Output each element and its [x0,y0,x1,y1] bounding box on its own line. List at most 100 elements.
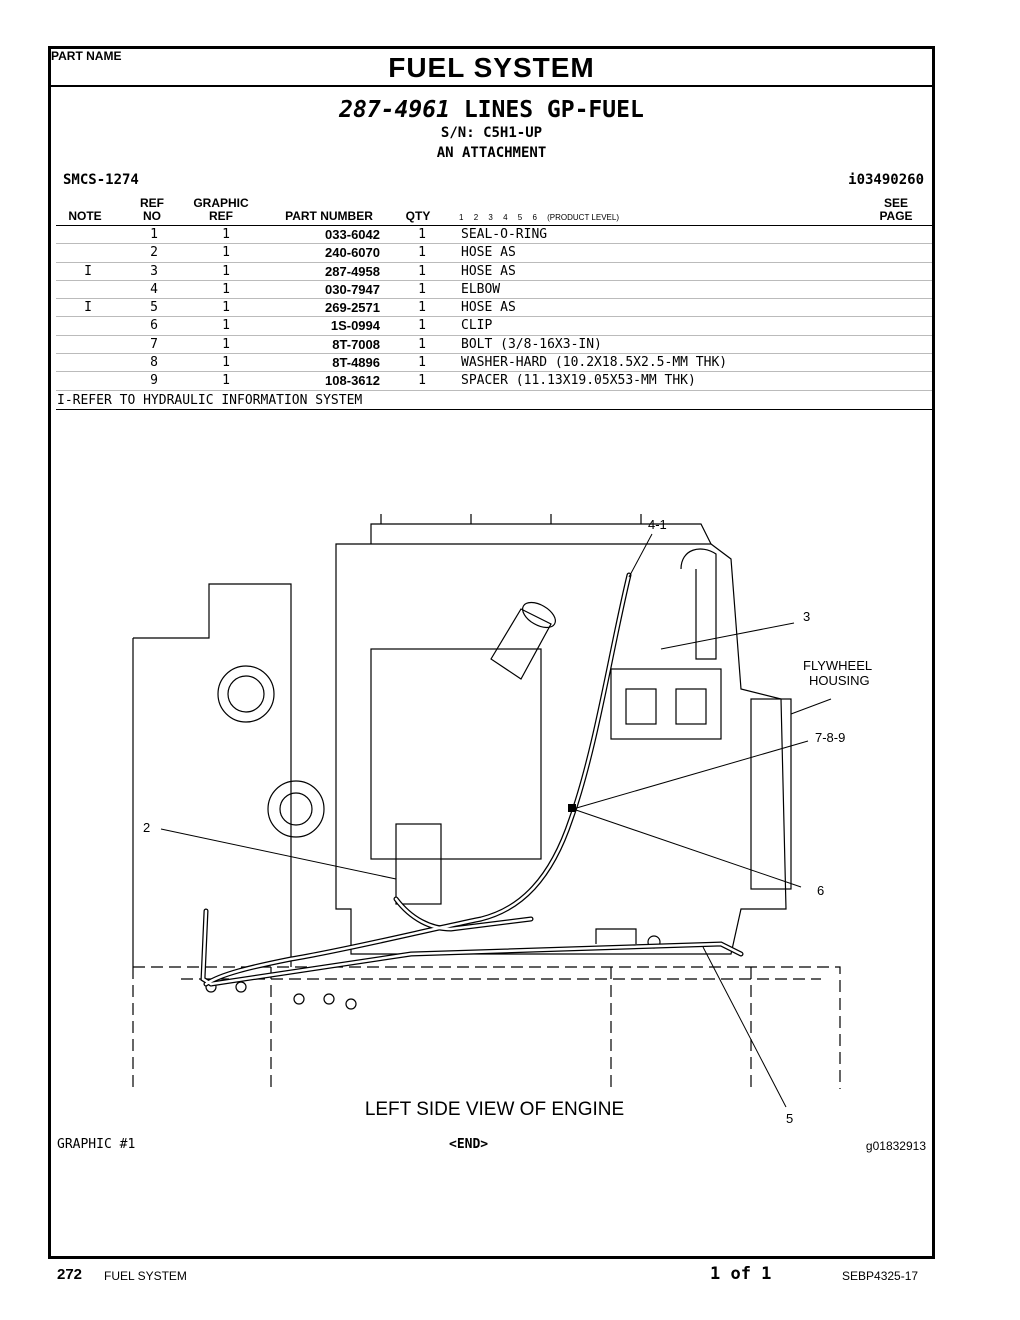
part-ref-no: 1 [150,227,158,242]
frame-bolt [323,993,335,1005]
fuel-hose-5-left [200,908,214,987]
fuel-hose-5 [208,941,744,987]
section-title: FUEL SYSTEM [51,49,932,87]
column-header-part-name: PART NAME [51,49,122,63]
column-header-qty: QTY [405,209,431,223]
table-row: 7 1 8T-7008 1 BOLT (3/8-16X3-IN) [56,336,932,355]
column-header-graphic-ref: GRAPHIC REF [191,197,251,223]
frame-rail [132,966,841,1089]
ecm-connector [675,688,707,725]
end-marker: <END> [449,1137,489,1152]
part-qty: 1 [418,318,426,334]
part-graphic-ref: 1 [222,336,230,352]
intake-flange [522,601,556,629]
page-number: 272 [57,1266,83,1283]
product-level: 6 [532,213,537,222]
leader-5 [702,946,787,1108]
callout-2: 2 [143,820,151,835]
leader-flywheel [790,698,832,715]
product-level: 5 [517,213,523,222]
column-header-see-page: SEE PAGE [876,197,916,223]
document-ident: i03490260 [848,172,924,188]
part-graphic-ref: 1 [222,355,230,371]
part-number: 030-7947 [325,281,380,297]
leader-6 [572,808,802,888]
part-qty: 1 [418,336,426,352]
valve-cover-bolts [380,514,642,524]
leader-2 [160,828,397,880]
callout-3: 3 [803,609,811,624]
graphic-number: GRAPHIC #1 [57,1137,136,1152]
footer-section: FUEL SYSTEM [104,1269,187,1283]
part-ref-no: 6 [150,318,158,334]
part-number: 8T-7008 [332,336,380,352]
pulley [267,780,325,838]
pulley-hub [279,792,313,826]
footnote: I-REFER TO HYDRAULIC INFORMATION SYSTEM [57,393,363,408]
smcs-code: SMCS-1274 [63,172,139,188]
part-graphic-ref: 1 [222,227,230,242]
product-levels: 1 2 3 4 5 6 (PRODUCT LEVEL) [459,213,627,222]
column-header-ref-no: REF NO [137,197,167,223]
part-name: BOLT (3/8-16X3-IN) [461,336,602,352]
product-level: 2 [473,213,479,222]
footnote-divider [56,409,932,410]
leader-3 [660,622,795,650]
part-graphic-ref: 1 [222,300,230,316]
part-qty: 1 [418,263,426,279]
serial-range: S/N: C5H1-UP [440,125,543,141]
product-level: 4 [503,213,508,222]
part-number: 8T-4896 [332,355,380,371]
group-title: 287-4961 LINES GP-FUEL [51,97,932,123]
part-qty: 1 [418,373,426,389]
document-id: SEBP4325-17 [842,1269,919,1283]
part-number: 287-4958 [325,263,380,279]
part-ref-no: 4 [150,281,158,297]
table-row: 4 1 030-7947 1 ELBOW [56,281,932,300]
part-ref-no: 5 [150,300,158,316]
header-divider [56,225,932,226]
part-ref-no: 3 [150,263,158,279]
part-qty: 1 [418,227,426,242]
bottom-bracket [595,928,637,944]
fuel-hose-2 [393,896,534,932]
flywheel-housing [750,698,792,890]
part-number: 240-6070 [325,245,380,261]
fuel-filter [395,823,442,905]
frame-bolt [235,981,247,993]
part-name: WASHER-HARD (10.2X18.5X2.5-MM THK) [461,355,728,371]
part-ref-no: 8 [150,355,158,371]
part-ref-no: 2 [150,245,158,261]
graphic-caption: LEFT SIDE VIEW OF ENGINE [364,1099,625,1120]
part-qty: 1 [418,245,426,261]
callout-5: 5 [786,1111,794,1126]
part-graphic-ref: 1 [222,281,230,297]
mounting-plate [133,583,292,967]
part-qty: 1 [418,281,426,297]
part-name: SPACER (11.13X19.05X53-MM THK) [461,373,696,389]
graphic-id: g01832913 [865,1139,926,1153]
product-level-label: (PRODUCT LEVEL) [547,213,619,222]
part-graphic-ref: 1 [222,373,230,389]
group-name: LINES GP-FUEL [463,97,644,123]
callout-4-1: 4-1 [648,517,667,532]
part-ref-no: 7 [150,336,158,352]
ecm-connector [625,688,657,725]
leader-4-1 [628,533,653,578]
pulley [217,665,275,723]
exhaust-pipe [680,548,717,660]
attachment-label: AN ATTACHMENT [436,145,547,161]
part-number: 033-6042 [325,227,380,242]
see-bottom: PAGE [879,209,913,223]
part-name: ELBOW [461,281,501,297]
part-note: I [84,263,92,279]
product-level: 3 [488,213,493,222]
fuel-hose-3 [203,572,632,987]
